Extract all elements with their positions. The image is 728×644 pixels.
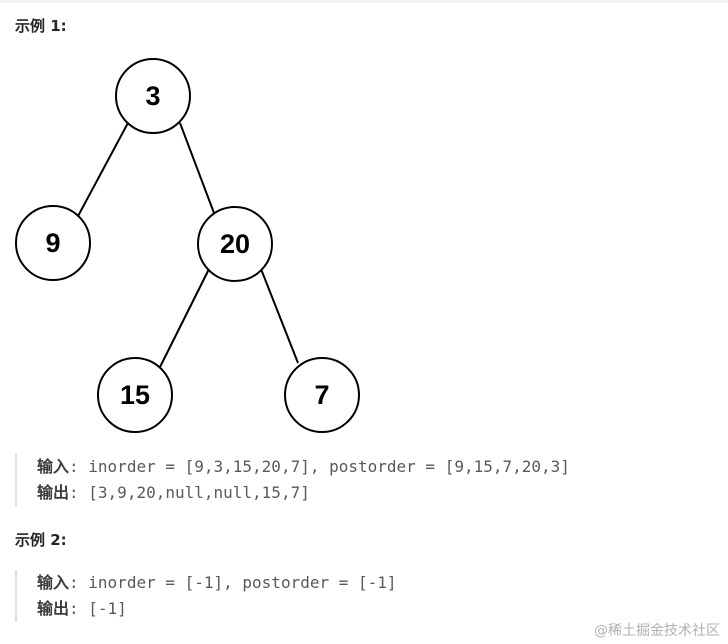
input-label: 输入 [37, 457, 70, 476]
edge-3-20 [179, 122, 215, 214]
node-label-3: 3 [145, 81, 160, 111]
output-value: : [3,9,20,null,null,15,7] [69, 483, 310, 502]
input-label: 输入 [37, 573, 70, 592]
example-2-input-line: 输入: inorder = [-1], postorder = [-1] [37, 570, 727, 596]
tree-node-3: 3 [115, 58, 191, 134]
top-divider [0, 0, 728, 3]
tree-node-9: 9 [15, 205, 91, 281]
output-label: 输出 [37, 599, 70, 618]
edge-3-9 [76, 120, 130, 219]
output-label: 输出 [37, 483, 70, 502]
edge-20-7 [260, 268, 299, 364]
example-2-title: 示例 2: [15, 531, 67, 549]
example-1-output-line: 输出: [3,9,20,null,null,15,7] [37, 480, 727, 506]
input-value: : inorder = [9,3,15,20,7], postorder = [… [69, 457, 570, 476]
watermark: @稀土掘金技术社区 [594, 623, 720, 639]
example-1-title: 示例 1: [15, 17, 67, 35]
edge-20-15 [159, 268, 210, 368]
tree-node-20: 20 [197, 206, 273, 282]
node-label-15: 15 [120, 380, 150, 410]
example-2-output-line: 输出: [-1] [37, 596, 727, 622]
node-label-7: 7 [314, 380, 329, 410]
binary-tree-diagram: 3 9 20 15 7 [15, 58, 360, 433]
tree-node-15: 15 [97, 357, 173, 433]
example-2-code-block: 输入: inorder = [-1], postorder = [-1] 输出:… [15, 570, 727, 622]
example-1-code-block: 输入: inorder = [9,3,15,20,7], postorder =… [15, 454, 727, 506]
node-label-9: 9 [45, 228, 60, 258]
node-label-20: 20 [220, 229, 250, 259]
example-1-input-line: 输入: inorder = [9,3,15,20,7], postorder =… [37, 454, 727, 480]
output-value: : [-1] [69, 599, 127, 618]
tree-node-7: 7 [284, 357, 360, 433]
input-value: : inorder = [-1], postorder = [-1] [69, 573, 397, 592]
